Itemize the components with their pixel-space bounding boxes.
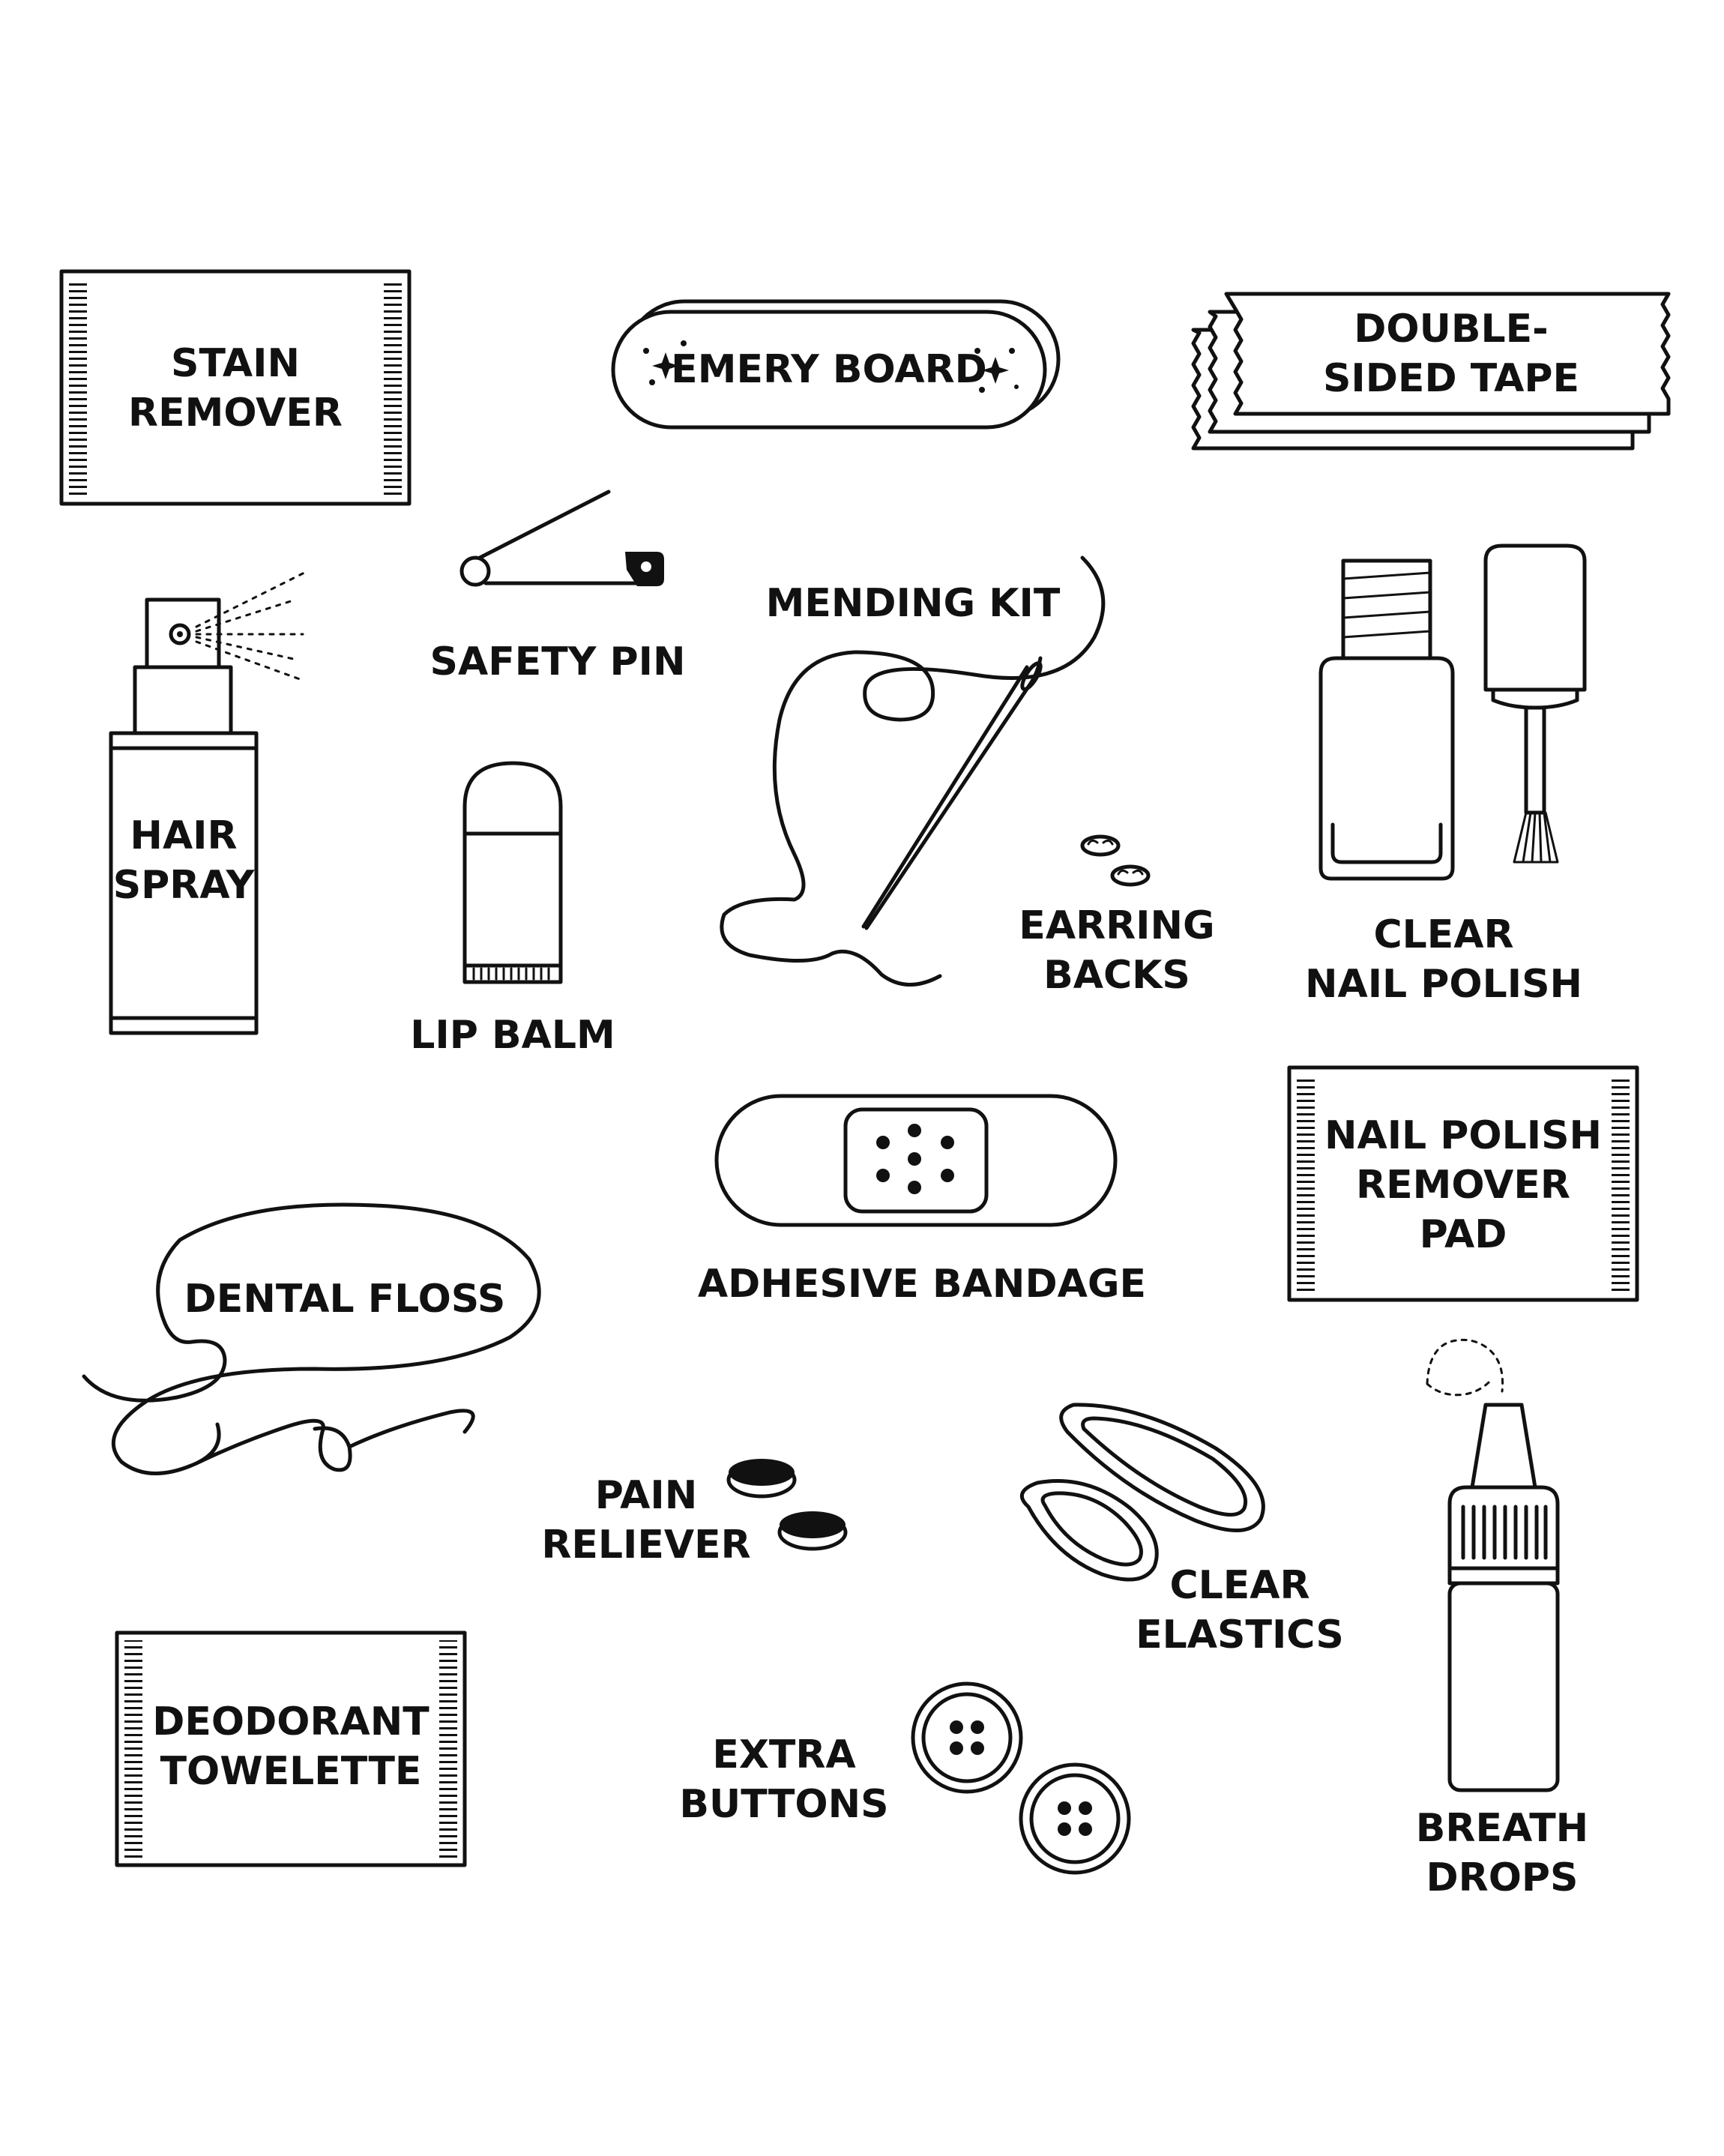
earring-backs-label-1: EARRING: [1019, 903, 1214, 948]
pain-reliever-item: PAIN RELIEVER: [541, 1459, 848, 1568]
hair-spray-label-2: SPRAY: [113, 863, 256, 908]
double-sided-tape-label-2: SIDED TAPE: [1323, 356, 1579, 401]
nail-polish-remover-pad-item: NAIL POLISH REMOVER PAD: [1287, 1065, 1639, 1302]
clear-elastics-label-1: CLEAR: [1169, 1563, 1309, 1608]
nail-polish-remover-pad-label-3: PAD: [1420, 1212, 1507, 1257]
mending-kit-label: MENDING KIT: [766, 581, 1061, 626]
packet-seal-left: [69, 279, 87, 496]
dropper-bottle-icon: [1447, 1403, 1560, 1792]
deodorant-towelette-item: DEODORANT TOWELETTE: [115, 1630, 467, 1867]
pill-icon: [726, 1459, 797, 1499]
mending-kit-item: MENDING KIT: [720, 555, 1106, 987]
floss-strand-icon: [82, 1202, 541, 1475]
sparkle-icon: [974, 348, 1019, 393]
nail-polish-remover-pad-label-1: NAIL POLISH: [1324, 1113, 1602, 1158]
emery-board-item: EMERY BOARD: [611, 299, 1061, 430]
nail-polish-remover-pad-icon: [1287, 1065, 1639, 1302]
earring-back-icon: [1110, 864, 1151, 887]
breath-drops-label-1: BREATH: [1416, 1806, 1588, 1851]
clear-nail-polish-item: CLEAR NAIL POLISH: [1305, 543, 1587, 1007]
nail-polish-remover-pad-label-2: REMOVER: [1356, 1163, 1570, 1208]
elastic-band-icon: [1019, 1479, 1159, 1582]
adhesive-bandage-item: ADHESIVE BANDAGE: [698, 1094, 1146, 1307]
needle-and-thread-icon: [720, 555, 1106, 987]
button-icon: [1019, 1762, 1131, 1875]
earring-backs-item: EARRING BACKS: [1019, 834, 1215, 998]
packet-seal-right: [384, 279, 402, 496]
lip-balm-label: LIP BALM: [410, 1013, 615, 1058]
nail-polish-brush-icon: [1483, 543, 1587, 864]
adhesive-bandage-label: ADHESIVE BANDAGE: [698, 1262, 1146, 1307]
packet-seal-right: [1612, 1075, 1630, 1292]
deodorant-towelette-label-2: TOWELETTE: [160, 1749, 422, 1794]
clear-nail-polish-label-1: CLEAR: [1373, 912, 1513, 957]
earring-back-icon: [1080, 834, 1121, 857]
spray-mist-icon: [195, 571, 306, 681]
safety-pin-icon: [459, 490, 664, 587]
extra-buttons-label-2: BUTTONS: [679, 1782, 888, 1827]
safety-pin-item: SAFETY PIN: [430, 490, 686, 684]
emery-board-label: EMERY BOARD: [671, 347, 987, 392]
lip-balm-item: LIP BALM: [410, 761, 615, 1058]
button-icon: [911, 1681, 1023, 1794]
clear-elastics-item: CLEAR ELASTICS: [1019, 1403, 1344, 1657]
double-sided-tape-label-1: DOUBLE-: [1354, 307, 1548, 352]
earring-backs-label-2: BACKS: [1043, 953, 1190, 998]
stain-remover-label-2: REMOVER: [128, 391, 343, 436]
pill-icon: [777, 1511, 848, 1551]
packet-seal-left: [1297, 1075, 1315, 1292]
bandage-icon: [714, 1094, 1118, 1227]
breath-drops-label-2: DROPS: [1426, 1855, 1579, 1900]
deodorant-towelette-packet-icon: [115, 1630, 467, 1867]
dental-floss-item: DENTAL FLOSS: [82, 1202, 541, 1475]
clear-nail-polish-label-2: NAIL POLISH: [1305, 962, 1582, 1007]
hair-spray-icon: [109, 597, 259, 1035]
pain-reliever-label-2: RELIEVER: [541, 1523, 750, 1568]
stain-remover-packet-icon: [59, 269, 412, 506]
extra-buttons-item: EXTRA BUTTONS: [679, 1681, 1131, 1875]
stain-remover-label-1: STAIN: [171, 341, 300, 386]
double-sided-tape-icon: [1224, 292, 1671, 416]
extra-buttons-label-1: EXTRA: [712, 1732, 855, 1777]
nail-polish-bottle-icon: [1318, 558, 1455, 881]
packet-seal-left: [124, 1640, 142, 1858]
hair-spray-item: HAIR SPRAY: [109, 571, 306, 1035]
breath-drops-item: BREATH DROPS: [1416, 1338, 1588, 1900]
safety-pin-label: SAFETY PIN: [430, 639, 686, 684]
pain-reliever-label-1: PAIN: [595, 1473, 697, 1518]
double-sided-tape-item: DOUBLE- SIDED TAPE: [1191, 292, 1671, 451]
emery-board-icon: [611, 310, 1047, 430]
drop-mist-icon: [1426, 1338, 1504, 1397]
stain-remover-item: STAIN REMOVER: [59, 269, 412, 506]
packet-seal-right: [439, 1640, 457, 1858]
lip-balm-icon: [462, 761, 563, 984]
clear-elastics-label-2: ELASTICS: [1136, 1613, 1344, 1657]
hair-spray-label-1: HAIR: [130, 813, 237, 858]
sparkle-icon: [643, 340, 689, 385]
deodorant-towelette-label-1: DEODORANT: [152, 1699, 430, 1744]
elastic-band-icon: [1059, 1403, 1265, 1532]
dental-floss-label: DENTAL FLOSS: [184, 1277, 506, 1322]
